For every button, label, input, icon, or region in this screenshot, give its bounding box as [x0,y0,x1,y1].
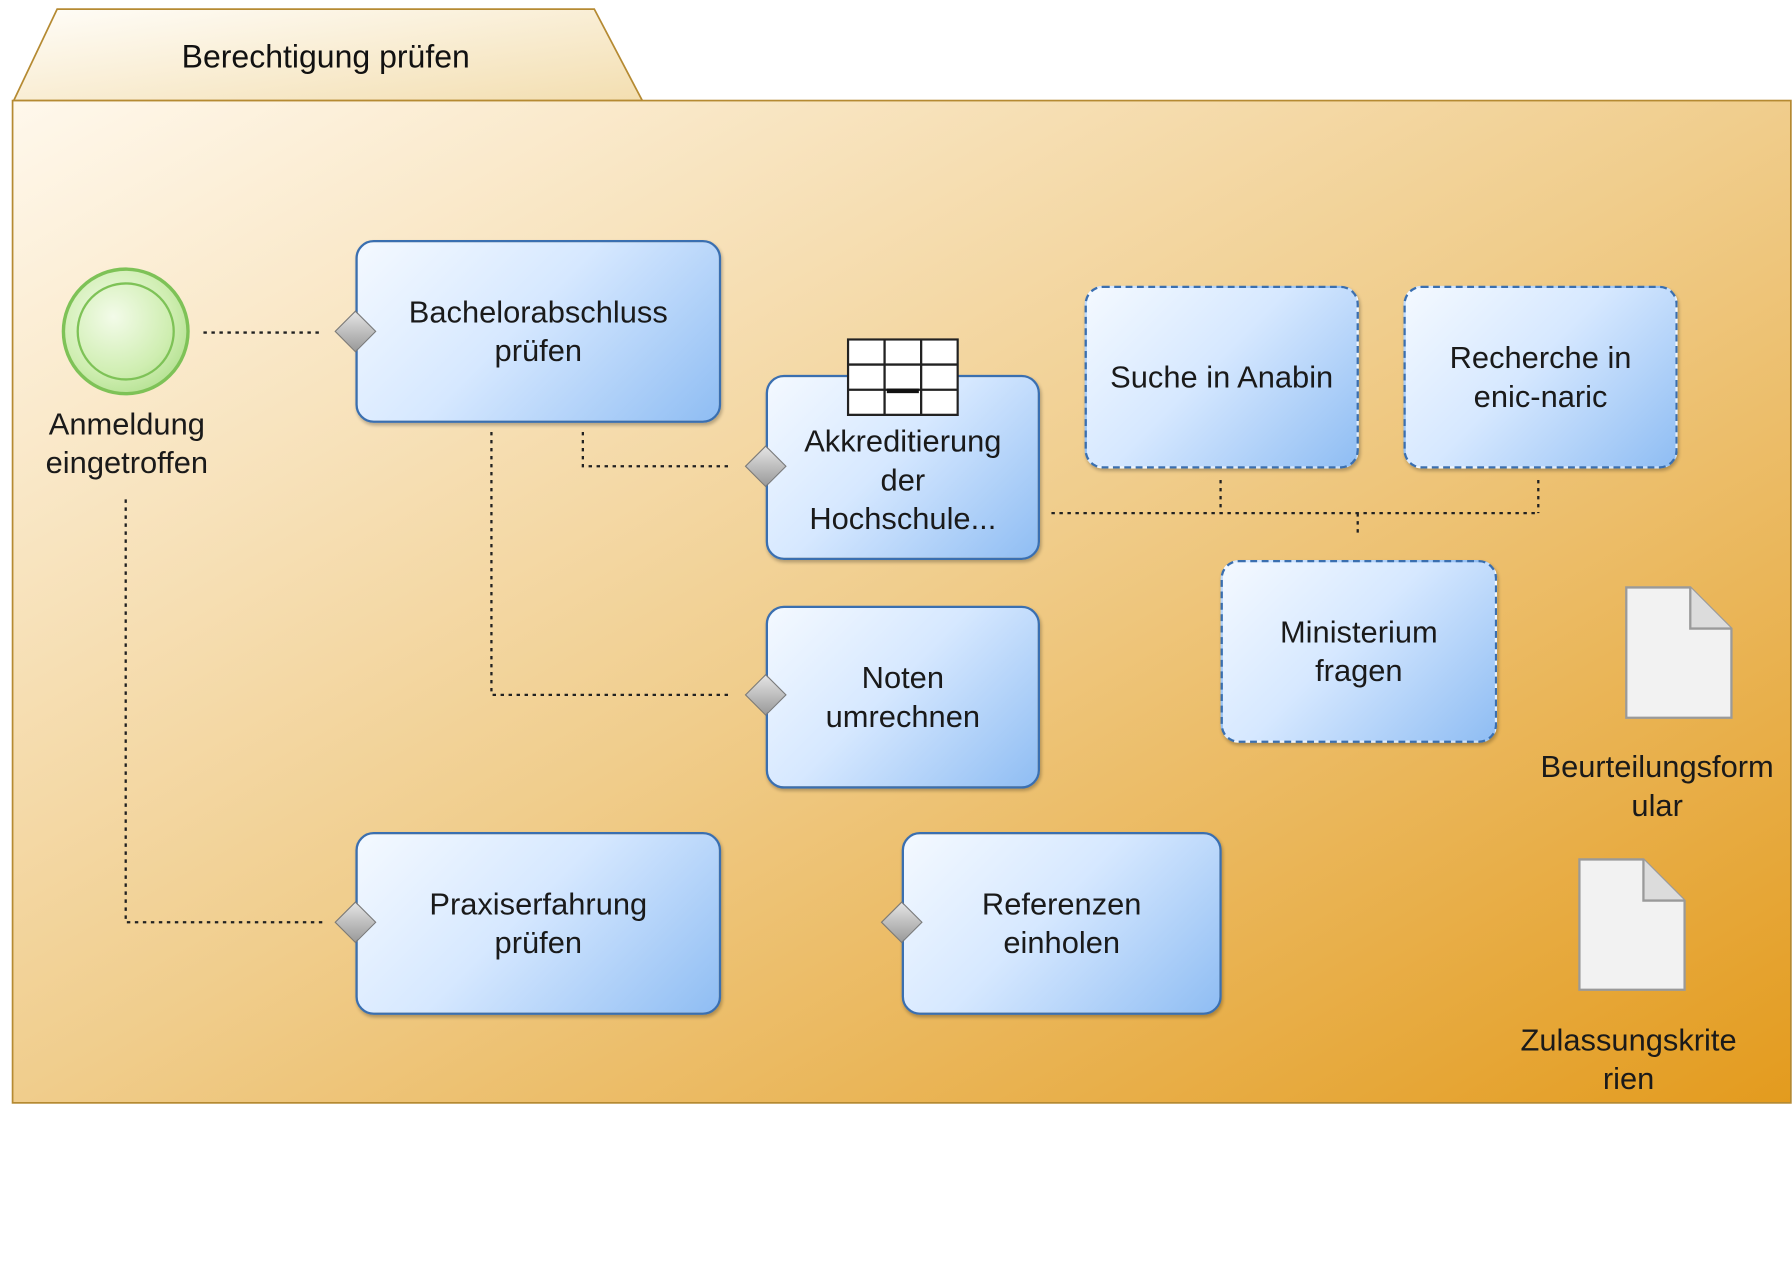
document-icon[interactable] [1624,585,1736,722]
task-enic[interactable]: Recherche in enic-naric [1403,285,1678,469]
task-ministerium[interactable]: Ministerium fragen [1220,560,1498,743]
task-noten[interactable]: Noten umrechnen [765,605,1041,789]
task-akkreditierung-label: Akkreditierung der Hochschule... [804,424,1002,537]
start-event-label: Anmeldung eingetroffen [45,406,209,481]
task-anabin-label: Suche in Anabin [1110,360,1334,395]
task-praxis-label: Praxiserfahrung prüfen [429,886,648,961]
start-event-inner [76,282,175,381]
task-praxis[interactable]: Praxiserfahrung prüfen [355,832,722,1015]
document-zulassung-label: Zulassungskriterien [1520,1022,1737,1097]
task-bachelor-label: Bachelorabschluss prüfen [408,294,668,369]
task-referenzen-label: Referenzen einholen [981,886,1142,961]
task-anabin[interactable]: Suche in Anabin [1084,285,1359,469]
document-icon[interactable] [1577,857,1689,994]
task-referenzen[interactable]: Referenzen einholen [901,832,1222,1015]
start-event-icon[interactable] [61,267,190,396]
pool-title: Berechtigung prüfen [181,38,470,75]
task-ministerium-label: Ministerium fragen [1279,614,1438,689]
task-noten-label: Noten umrechnen [825,660,981,734]
connector-bachelor-akkreditierung [581,432,732,468]
document-beurteilung-label: Beurteilungsformular [1540,749,1774,823]
task-enic-label: Recherche in enic-naric [1449,340,1632,414]
connector-event-praxis [124,499,323,924]
table-marker-icon [846,338,959,417]
task-bachelor[interactable]: Bachelorabschluss prüfen [355,240,722,423]
